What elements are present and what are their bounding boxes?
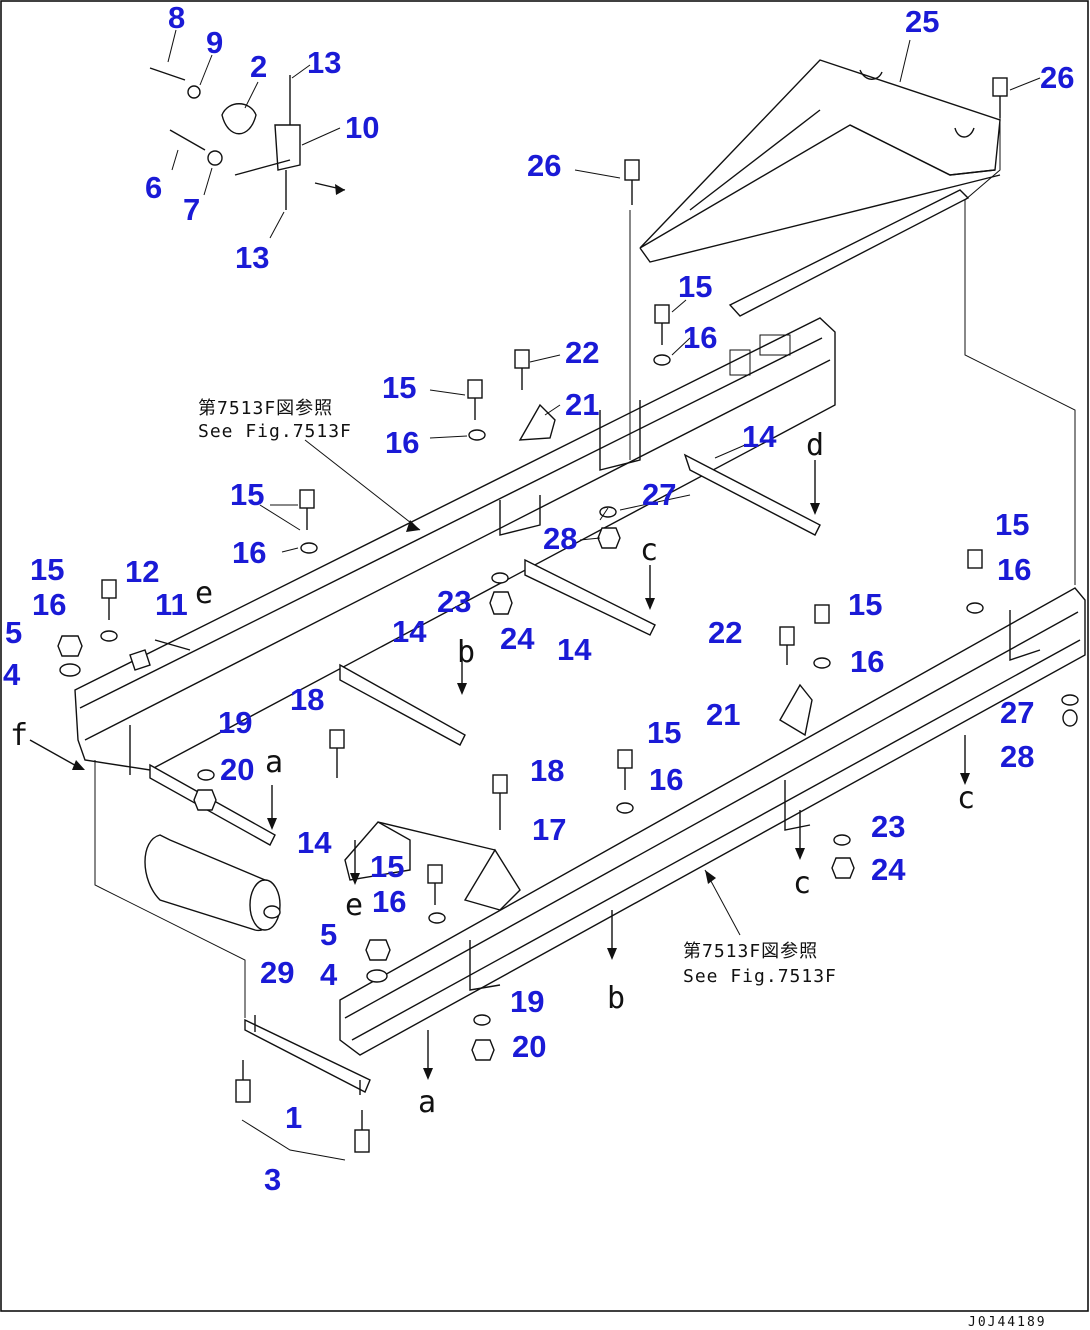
callout-29: 29 [260, 955, 294, 990]
top-bracket-assembly [149, 67, 346, 210]
callout-18: 18 [290, 682, 324, 717]
note-upper-jp: 第7513F図参照 [198, 398, 333, 419]
callout-26: 26 [527, 148, 561, 183]
callout-16: 16 [683, 320, 717, 355]
callout-24: 24 [871, 852, 906, 887]
callout-15: 15 [678, 269, 712, 304]
callout-15: 15 [848, 587, 882, 622]
ref-letter-c: c [957, 781, 975, 816]
note-upper-en: See Fig.7513F [198, 421, 352, 442]
callout-1: 1 [285, 1100, 302, 1135]
callout-numbers: 8 9 2 13 10 6 7 13 25 26 26 15 16 22 21 … [3, 0, 1074, 1197]
callout-15: 15 [230, 477, 264, 512]
callout-15: 15 [647, 715, 681, 750]
callout-14: 14 [392, 614, 427, 649]
ref-letter-f: f [10, 718, 28, 753]
ref-letter-e: e [195, 576, 213, 611]
callout-27: 27 [1000, 695, 1034, 730]
left-side-frame [74, 317, 836, 775]
fasteners [57, 77, 1079, 1153]
ref-letter-b: b [457, 635, 475, 670]
callout-21: 21 [706, 697, 740, 732]
callout-19: 19 [218, 705, 252, 740]
callout-15: 15 [30, 552, 64, 587]
note-lower-jp: 第7513F図参照 [683, 941, 818, 962]
ref-letter-a: a [418, 1085, 436, 1120]
callout-10: 10 [345, 110, 379, 145]
callout-16: 16 [850, 644, 884, 679]
callout-5: 5 [320, 917, 337, 952]
callout-26: 26 [1040, 60, 1074, 95]
callout-23: 23 [437, 584, 471, 619]
callout-16: 16 [372, 884, 406, 919]
callout-13: 13 [235, 240, 269, 275]
callout-7: 7 [183, 192, 200, 227]
callout-8: 8 [168, 0, 185, 35]
callout-leaders [167, 29, 1041, 553]
callout-20: 20 [220, 752, 254, 787]
ref-letter-d: d [806, 428, 824, 463]
callout-17: 17 [532, 812, 566, 847]
reference-notes: 第7513F図参照 See Fig.7513F 第7513F図参照 See Fi… [198, 398, 837, 987]
muffler-29 [144, 834, 281, 931]
letter-arrows [29, 460, 970, 1080]
callout-15: 15 [995, 507, 1029, 542]
callout-14: 14 [297, 825, 332, 860]
callout-28: 28 [1000, 739, 1034, 774]
callout-24: 24 [500, 621, 535, 656]
callout-9: 9 [206, 25, 223, 60]
callout-25: 25 [905, 4, 939, 39]
callout-15: 15 [370, 849, 404, 884]
rear-bracket-1 [244, 1015, 371, 1095]
callout-16: 16 [385, 425, 419, 460]
callout-13: 13 [307, 45, 341, 80]
callout-11: 11 [155, 587, 188, 622]
callout-14: 14 [557, 632, 592, 667]
callout-15: 15 [382, 370, 416, 405]
note-lower-en: See Fig.7513F [683, 966, 837, 987]
callout-19: 19 [510, 984, 544, 1019]
callout-28: 28 [543, 521, 577, 556]
callout-27: 27 [642, 477, 676, 512]
right-side-frame [339, 587, 1086, 1056]
callout-3: 3 [264, 1162, 281, 1197]
leader-lines [94, 115, 1076, 1161]
callout-22: 22 [565, 335, 599, 370]
callout-23: 23 [871, 809, 905, 844]
brackets [344, 403, 813, 911]
callout-16: 16 [649, 762, 683, 797]
drawing-code: J0J44189 [968, 1315, 1047, 1330]
fuel-tank-25 [639, 59, 1001, 263]
callout-16: 16 [997, 552, 1031, 587]
callout-16: 16 [32, 587, 66, 622]
callout-6: 6 [145, 170, 162, 205]
callout-18: 18 [530, 753, 564, 788]
callout-12: 12 [125, 554, 159, 589]
callout-14: 14 [742, 419, 777, 454]
callout-16: 16 [232, 535, 266, 570]
reference-letters: a a e e b b c c c d f [10, 428, 975, 1120]
callout-2: 2 [250, 49, 267, 84]
ref-letter-c: c [793, 866, 811, 901]
ref-letter-a: a [265, 745, 283, 780]
callout-4: 4 [3, 657, 21, 692]
callout-22: 22 [708, 615, 742, 650]
ref-letter-c: c [640, 533, 658, 568]
callout-21: 21 [565, 387, 599, 422]
callout-5: 5 [5, 615, 22, 650]
callout-4: 4 [320, 957, 338, 992]
ref-letter-e: e [345, 888, 363, 923]
ref-letter-b: b [607, 981, 625, 1016]
callout-20: 20 [512, 1029, 546, 1064]
